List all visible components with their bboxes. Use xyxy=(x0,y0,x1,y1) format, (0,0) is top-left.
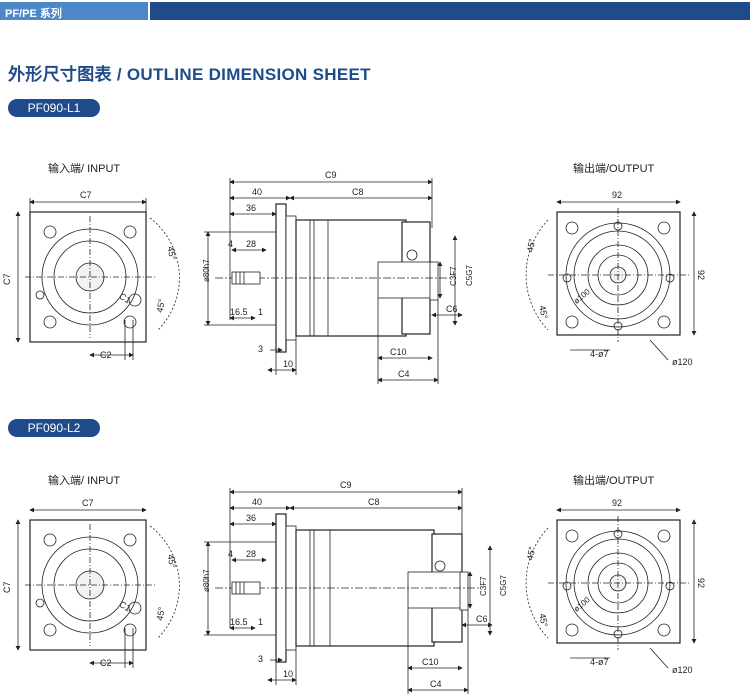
dim-c3-2: C3F7 xyxy=(479,576,488,596)
dim-c8-2: C8 xyxy=(368,497,380,507)
side-view: C9 40 C8 36 ø80h7 4 28 16.5 1 3 xyxy=(202,170,474,384)
dim-3-2: 3 xyxy=(258,654,263,664)
dim-angle-45: 45° xyxy=(166,246,178,262)
dim-c2-2: C2 xyxy=(100,658,112,668)
dim-c7-top-2: C7 xyxy=(82,498,94,508)
input-view: 输入端/ INPUT C7 C7 45° 45° C1 C2 xyxy=(2,161,180,360)
dim-d80-2: ø80h7 xyxy=(202,569,211,592)
dim-92-top-2: 92 xyxy=(612,498,622,508)
dim-4-2: 4 xyxy=(228,549,233,559)
dim-c1-2: C1 xyxy=(118,599,133,613)
dim-92-side: 92 xyxy=(696,270,706,280)
dim-36: 36 xyxy=(246,203,256,213)
dim-c1: C1 xyxy=(118,291,133,305)
dim-10: 10 xyxy=(283,359,293,369)
dim-1: 1 xyxy=(258,307,263,317)
dim-c6: C6 xyxy=(446,304,458,314)
dim-45-a-2: 45° xyxy=(525,545,537,561)
output-label: 输出端/OUTPUT xyxy=(573,161,655,175)
dim-4-d7: 4-ø7 xyxy=(590,349,609,359)
dim-c3: C3F7 xyxy=(449,266,458,286)
dim-c9-2: C9 xyxy=(340,480,352,490)
dim-45-b: 45° xyxy=(537,305,549,321)
series-label: PF/PE 系列 xyxy=(5,8,62,20)
dim-92-top: 92 xyxy=(612,190,622,200)
dim-28: 28 xyxy=(246,239,256,249)
input-view-2: 输入端/ INPUT C7 C7 45° 45° C1 C2 xyxy=(2,473,180,668)
dim-40: 40 xyxy=(252,187,262,197)
dim-16-5: 16.5 xyxy=(230,307,248,317)
side-view-2: C9 40 C8 36 ø80h7 4 28 16.5 1 3 10 xyxy=(202,480,508,694)
dim-40-2: 40 xyxy=(252,497,262,507)
dim-36-2: 36 xyxy=(246,513,256,523)
dim-c10-2: C10 xyxy=(422,657,439,667)
dim-c8: C8 xyxy=(352,187,364,197)
drawing-set-l1: 输入端/ INPUT C7 C7 45° 45° C1 C2 C9 40 C8 … xyxy=(2,161,706,384)
dim-c4-2: C4 xyxy=(430,679,442,689)
output-shaft-housing xyxy=(377,261,433,299)
dim-1-2: 1 xyxy=(258,617,263,627)
dim-c5-2: C5G7 xyxy=(499,575,508,596)
series-tab: PF/PE 系列 xyxy=(0,2,148,20)
input-label-2: 输入端/ INPUT xyxy=(48,473,120,487)
dim-c4: C4 xyxy=(398,369,410,379)
dim-d120-2: ø120 xyxy=(672,665,693,675)
dim-16-5-2: 16.5 xyxy=(230,617,248,627)
dim-c7-top: C7 xyxy=(80,190,92,200)
dim-c9: C9 xyxy=(325,170,337,180)
dim-angle-45b: 45° xyxy=(155,298,167,314)
dim-45-b-2: 45° xyxy=(537,613,549,629)
dim-45-a: 45° xyxy=(525,237,537,253)
dim-c6-2: C6 xyxy=(476,614,488,624)
dim-c10: C10 xyxy=(390,347,407,357)
dim-28-2: 28 xyxy=(246,549,256,559)
dim-d80: ø80h7 xyxy=(202,259,211,282)
dim-d120: ø120 xyxy=(672,357,693,367)
dim-4: 4 xyxy=(228,239,233,249)
drawing-set-l2: 输入端/ INPUT C7 C7 45° 45° C1 C2 C9 40 C8 … xyxy=(2,473,706,694)
model-badge-l2: PF090-L2 xyxy=(8,419,100,437)
dim-angle-45-2: 45° xyxy=(166,554,178,570)
dim-4-d7-2: 4-ø7 xyxy=(590,657,609,667)
input-label: 输入端/ INPUT xyxy=(48,161,120,175)
output-view-2: 输出端/OUTPUT 92 92 45° 45° ø100 4-ø7 ø120 xyxy=(525,473,706,675)
banner-bar xyxy=(150,2,750,20)
model-badge-l1: PF090-L1 xyxy=(8,99,100,117)
dim-c2: C2 xyxy=(100,350,112,360)
dim-c7-side-2: C7 xyxy=(2,581,12,593)
output-view: 输出端/OUTPUT 92 92 45° 45° ø100 4-ø7 ø120 xyxy=(525,161,706,367)
output-label-2: 输出端/OUTPUT xyxy=(573,473,655,487)
page-title: 外形尺寸图表 / OUTLINE DIMENSION SHEET xyxy=(8,65,371,84)
dim-c7-side: C7 xyxy=(2,273,12,285)
dim-10-2: 10 xyxy=(283,669,293,679)
top-banner: PF/PE 系列 xyxy=(0,0,750,20)
dim-c5: C5G7 xyxy=(465,265,474,286)
dim-angle-45b-2: 45° xyxy=(155,606,167,622)
output-shaft xyxy=(429,261,439,301)
dim-92-side-2: 92 xyxy=(696,578,706,588)
dim-3: 3 xyxy=(258,344,263,354)
